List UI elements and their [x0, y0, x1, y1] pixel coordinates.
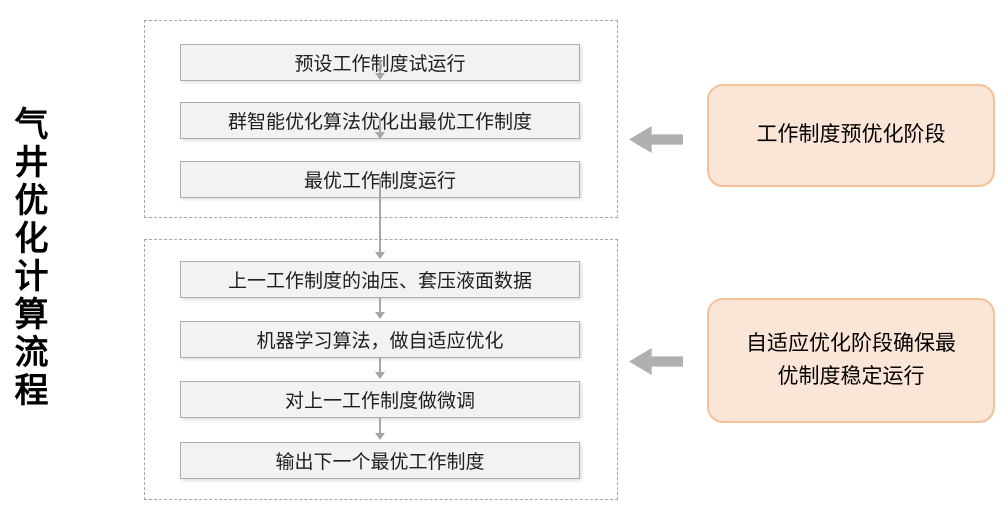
down-arrow-icon [375, 417, 385, 440]
left-block-arrow-icon [629, 126, 683, 153]
flow-step-output-next-optimal: 输出下一个最优工作制度 [180, 442, 580, 479]
diagram-title: 气井优化计算流程 [9, 106, 47, 410]
flow-step-fine-tune: 对上一工作制度做微调 [180, 381, 580, 418]
callout-adaptive-optimization-stage: 自适应优化阶段确保最优制度稳定运行 [707, 298, 995, 423]
flow-step-previous-data: 上一工作制度的油压、套压液面数据 [180, 261, 580, 298]
down-arrow-icon [375, 118, 385, 139]
callout-pre-optimization-stage: 工作制度预优化阶段 [707, 84, 995, 187]
flow-step-machine-learning: 机器学习算法，做自适应优化 [180, 321, 580, 358]
stage-2-container: 上一工作制度的油压、套压液面数据 机器学习算法，做自适应优化 对上一工作制度做微… [144, 239, 618, 500]
left-block-arrow-icon [629, 348, 683, 375]
down-arrow-icon [375, 357, 385, 379]
stage-1-container: 预设工作制度试运行 群智能优化算法优化出最优工作制度 最优工作制度运行 [144, 20, 618, 218]
down-arrow-icon [375, 60, 385, 80]
down-arrow-icon [375, 297, 385, 319]
down-arrow-icon [375, 177, 385, 259]
